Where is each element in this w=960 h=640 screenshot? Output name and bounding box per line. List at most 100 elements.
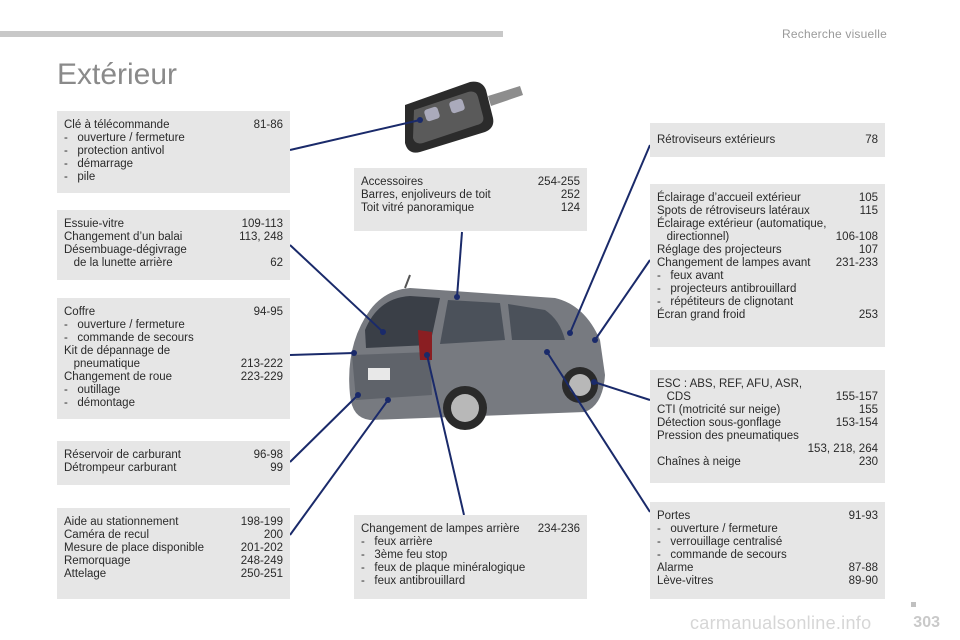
index-page: 234-236 — [537, 523, 580, 535]
index-label: Toit vitré panoramique — [361, 202, 475, 214]
page-marker — [911, 602, 916, 607]
index-label: - ouverture / fermeture — [64, 132, 185, 144]
index-row: Toit vitré panoramique 124 — [361, 202, 580, 215]
index-label: - feux arrière — [361, 536, 433, 548]
index-row: Attelage 250-251 — [64, 568, 283, 581]
page-title: Extérieur — [57, 58, 178, 91]
index-label: - feux de plaque minéralogique — [361, 562, 526, 574]
index-page: 115 — [859, 205, 878, 217]
index-row: - feux antibrouillard — [361, 575, 580, 588]
index-page: 153-154 — [835, 417, 878, 429]
index-row: - pile — [64, 171, 283, 184]
index-label: - commande de secours — [64, 332, 194, 344]
index-page: 87-88 — [848, 562, 878, 574]
index-label: Mesure de place disponible — [64, 542, 205, 554]
index-page: 124 — [560, 202, 580, 214]
index-row: - outillage — [64, 384, 283, 397]
index-page: 99 — [270, 462, 283, 474]
index-page: 248-249 — [240, 555, 283, 567]
index-label: ESC : ABS, REF, AFU, ASR, — [657, 378, 803, 390]
index-label: Accessoires — [361, 176, 423, 188]
index-label: - commande de secours — [657, 549, 787, 561]
index-page: 198-199 — [240, 516, 283, 528]
index-label: de la lunette arrière — [64, 257, 173, 269]
index-row: Kit de dépannage de — [64, 345, 283, 358]
index-label: Clé à télécommande — [64, 119, 170, 131]
index-row: - démarrage — [64, 158, 283, 171]
index-row: - ouverture / fermeture — [64, 319, 283, 332]
index-label: Changement de roue — [64, 371, 173, 383]
index-page: 223-229 — [240, 371, 283, 383]
index-label: Alarme — [657, 562, 694, 574]
index-page: 153, 218, 264 — [807, 443, 878, 455]
index-label: Barres, enjoliveurs de toit — [361, 189, 491, 201]
index-label: Coffre — [64, 306, 96, 318]
index-page: 78 — [865, 134, 878, 146]
index-page: 96-98 — [253, 449, 283, 461]
index-page: 254-255 — [537, 176, 580, 188]
index-row: ESC : ABS, REF, AFU, ASR, — [657, 378, 878, 391]
index-label: - démarrage — [64, 158, 134, 170]
index-row: Mesure de place disponible 201-202 — [64, 542, 283, 555]
index-page: 231-233 — [835, 257, 878, 269]
index-row: directionnel)106-108 — [657, 231, 878, 244]
index-page: 106-108 — [835, 231, 878, 243]
index-page: 252 — [560, 189, 580, 201]
index-label: - ouverture / fermeture — [64, 319, 185, 331]
index-page: 155-157 — [835, 391, 878, 403]
index-row: Désembuage-dégivrage — [64, 244, 283, 257]
index-row: CTI (motricité sur neige)155 — [657, 404, 878, 417]
remote-key-icon — [405, 81, 523, 153]
index-page: 250-251 — [240, 568, 283, 580]
index-page: 201-202 — [240, 542, 283, 554]
index-label: - protection antivol — [64, 145, 165, 157]
index-label: Attelage — [64, 568, 107, 580]
index-page: 155 — [858, 404, 878, 416]
index-row: - protection antivol — [64, 145, 283, 158]
index-label: Changement de lampes avant — [657, 257, 811, 269]
index-label: Aide au stationnement — [64, 516, 179, 528]
index-row: 153, 218, 264 — [657, 443, 878, 456]
index-page: 113, 248 — [239, 231, 283, 243]
section-label: Recherche visuelle — [782, 27, 887, 41]
index-row: Alarme 87-88 — [657, 562, 878, 575]
index-label: - 3ème feu stop — [361, 549, 448, 561]
index-label: - pile — [64, 171, 96, 183]
index-label: - outillage — [64, 384, 121, 396]
index-label: - démontage — [64, 397, 135, 409]
index-page: 107 — [858, 244, 878, 256]
watermark: carmanualsonline.info — [690, 613, 872, 633]
index-page: 105 — [858, 192, 878, 204]
callout-lines — [289, 119, 651, 536]
index-row: - ouverture / fermeture — [657, 523, 878, 536]
index-row: - feux avant — [657, 270, 878, 283]
index-label: Caméra de recul — [64, 529, 150, 541]
index-row: Détrompeur carburant 99 — [64, 462, 283, 475]
index-label: - ouverture / fermeture — [657, 523, 778, 535]
index-label: - répétiteurs de clignotant — [657, 296, 794, 308]
index-label: Détrompeur carburant — [64, 462, 177, 474]
index-label: - projecteurs antibrouillard — [657, 283, 797, 295]
index-label: Changement d’un balai — [64, 231, 183, 243]
index-label: Lève-vitres — [657, 575, 714, 587]
